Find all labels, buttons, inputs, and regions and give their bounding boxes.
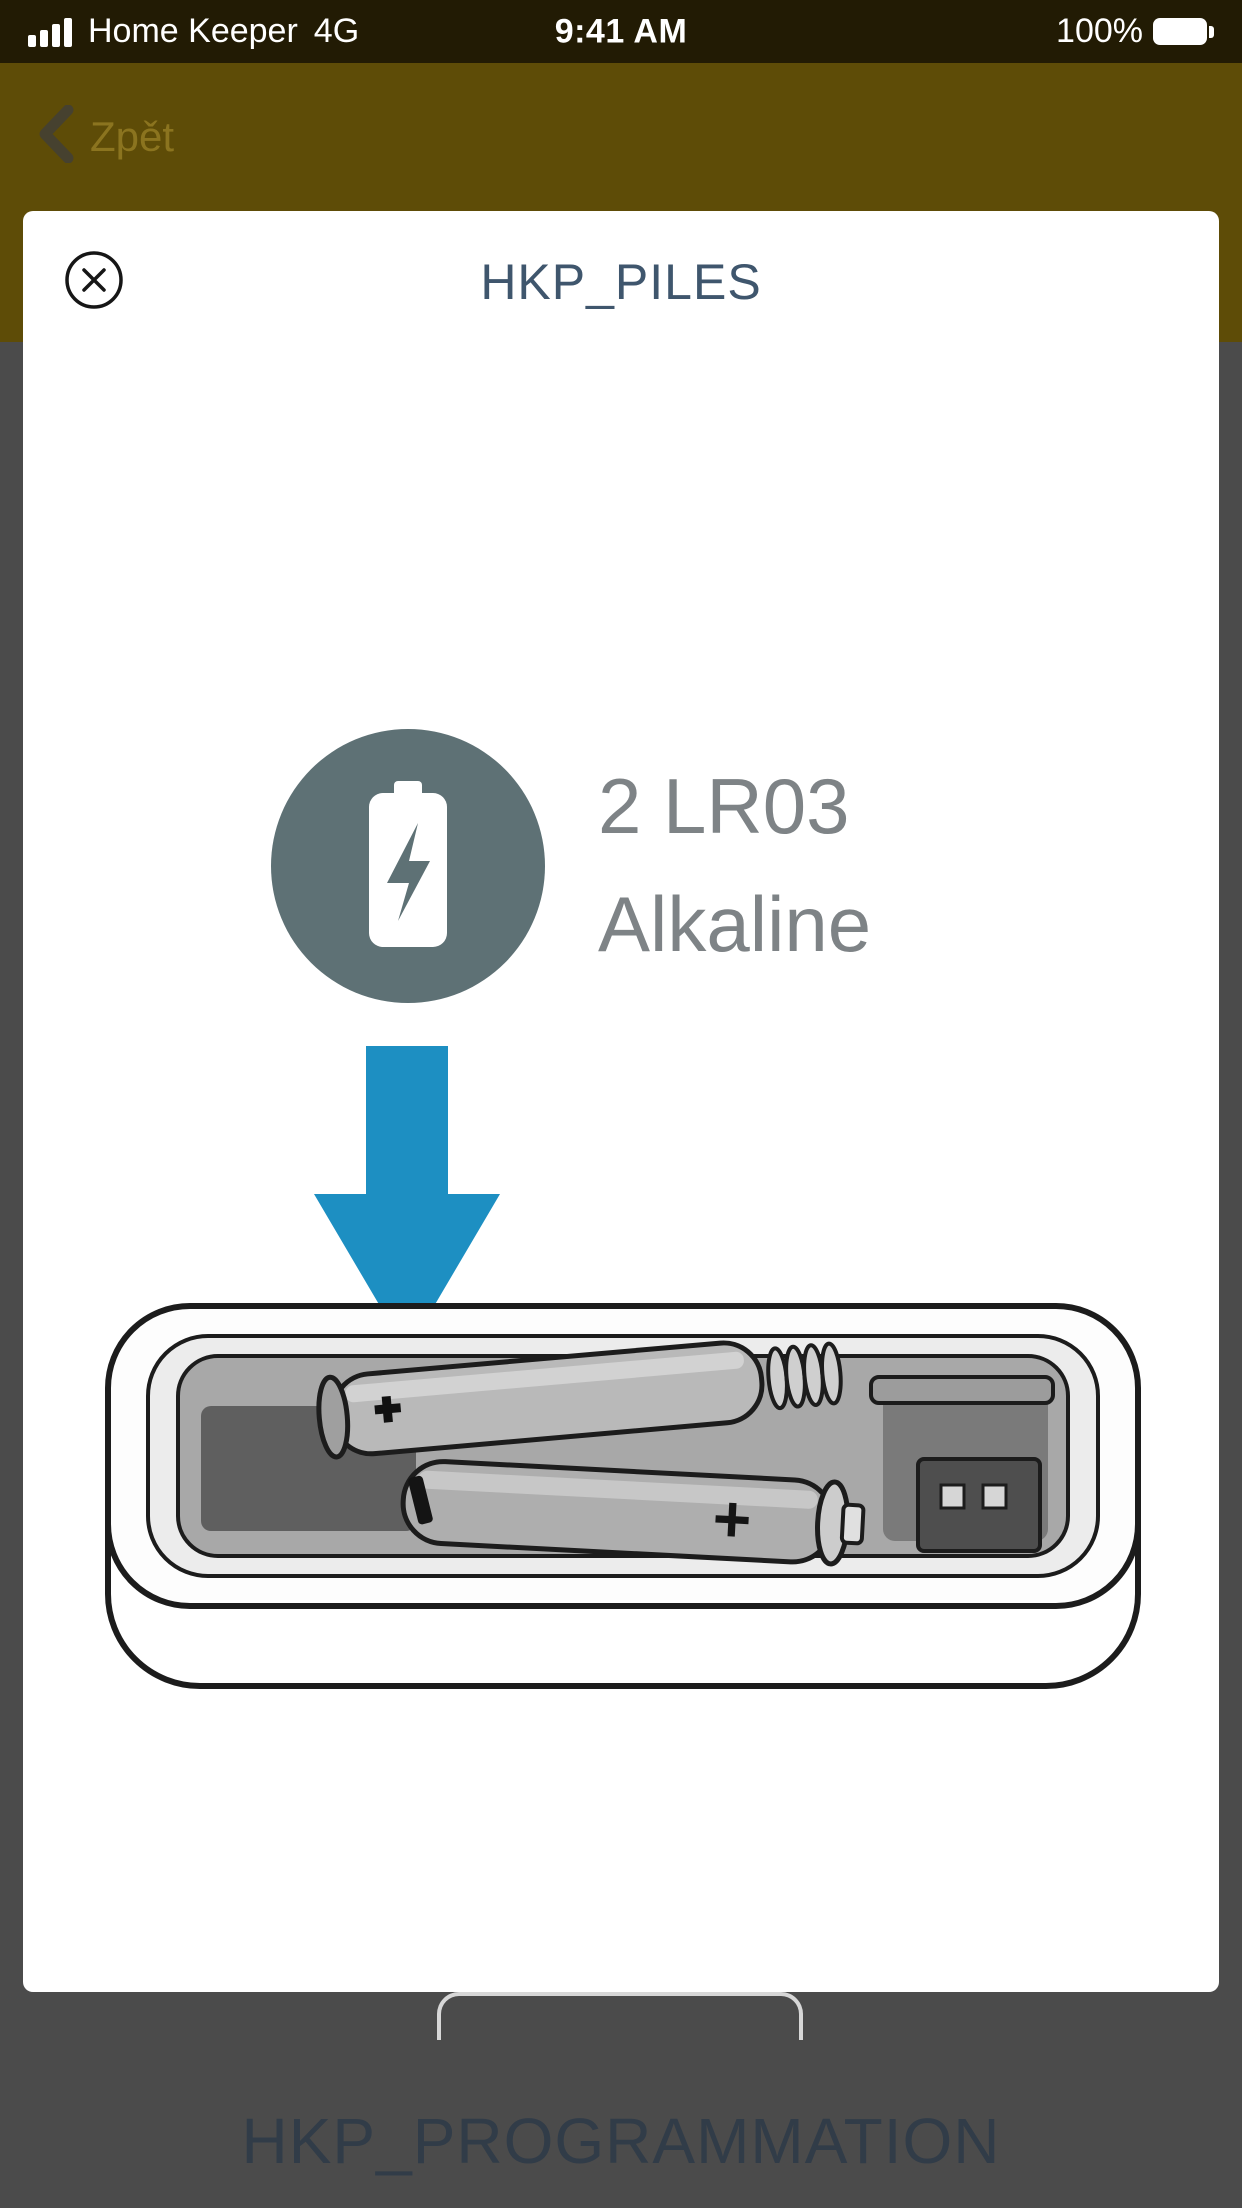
back-button[interactable]: Zpět	[38, 104, 175, 168]
status-bar-left: Home Keeper 4G	[28, 12, 359, 51]
status-bar-right: 100%	[1056, 12, 1214, 51]
modal-title: HKP_PILES	[480, 254, 762, 310]
network-type: 4G	[313, 12, 360, 50]
battery-spec-line2: Alkaline	[598, 880, 872, 968]
battery-badge	[271, 729, 545, 1003]
chevron-left-icon	[38, 104, 74, 168]
battery-spec: 2 LR03 Alkaline	[598, 747, 871, 983]
battery-lightning-icon	[369, 781, 447, 947]
arrow-down-icon	[314, 1046, 500, 1352]
svg-text:+: +	[711, 1481, 753, 1557]
battery-compartment-illustration: +	[83, 1261, 1163, 1731]
battery-spec-line1: 2 LR03	[598, 762, 850, 850]
background-peek-button[interactable]	[437, 1992, 803, 2040]
instruction-modal: HKP_PILES 2 LR03 Alkaline	[23, 211, 1219, 1992]
close-button[interactable]	[63, 249, 125, 311]
back-button-label: Zpět	[90, 112, 175, 160]
signal-strength-icon	[28, 17, 72, 47]
clock: 9:41 AM	[554, 12, 688, 50]
background-section-title: HKP_PROGRAMMATION	[241, 2105, 1001, 2177]
carrier-name: Home Keeper	[88, 12, 298, 50]
close-circle-icon	[65, 251, 123, 309]
battery-icon	[1153, 18, 1214, 45]
status-bar: Home Keeper 4G 9:41 AM 100%	[0, 0, 1242, 63]
battery-percent: 100%	[1056, 12, 1143, 50]
